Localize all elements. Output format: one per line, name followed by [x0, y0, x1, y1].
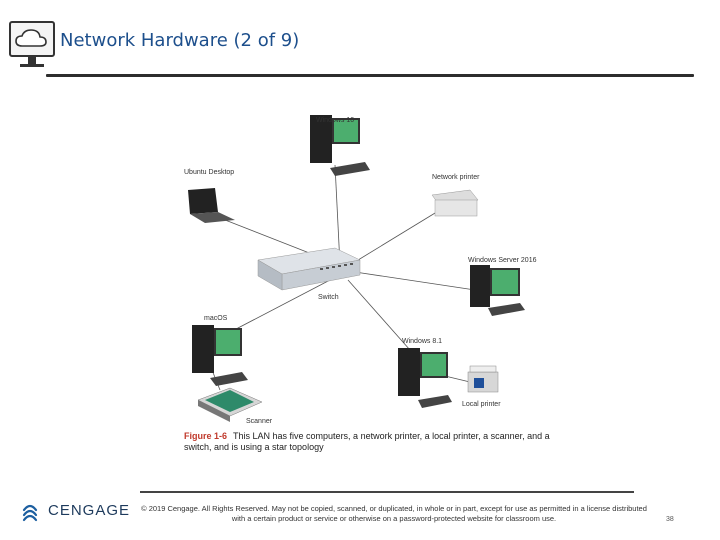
label-windows-server: Windows Server 2016: [468, 257, 537, 264]
label-local-printer: Local printer: [462, 401, 501, 408]
scanner-icon: [197, 387, 263, 422]
label-ubuntu: Ubuntu Desktop: [184, 169, 235, 176]
slide-title: Network Hardware (2 of 9): [60, 30, 300, 51]
figure-caption-text: This LAN has five computers, a network p…: [184, 431, 550, 452]
windows10-computer-icon: [310, 115, 370, 176]
ubuntu-laptop-icon: [188, 188, 235, 223]
label-windows10: Windows 10: [316, 117, 355, 124]
page-number: 38: [666, 516, 674, 523]
windows-server-computer-icon: [470, 265, 525, 316]
label-scanner: Scanner: [246, 418, 273, 425]
local-printer-icon: [467, 365, 499, 393]
footer-rule: [140, 491, 634, 493]
label-switch: Switch: [318, 294, 339, 301]
switch-icon: [257, 247, 361, 291]
label-network-printer: Network printer: [432, 174, 480, 181]
figure-number: Figure 1-6: [184, 431, 228, 441]
cengage-logo-text: CENGAGE: [48, 502, 131, 519]
title-underline: [46, 74, 694, 77]
cengage-logo-icon: [22, 504, 38, 522]
label-macos: macOS: [204, 315, 228, 322]
windows81-computer-icon: [398, 348, 452, 408]
network-diagram: [188, 115, 525, 422]
macos-computer-icon: [192, 325, 248, 386]
network-printer-icon: [431, 189, 479, 217]
label-windows81: Windows 8.1: [402, 338, 443, 345]
cloud-monitor-icon: [9, 21, 55, 67]
copyright-notice: © 2019 Cengage. All Rights Reserved. May…: [141, 504, 647, 523]
